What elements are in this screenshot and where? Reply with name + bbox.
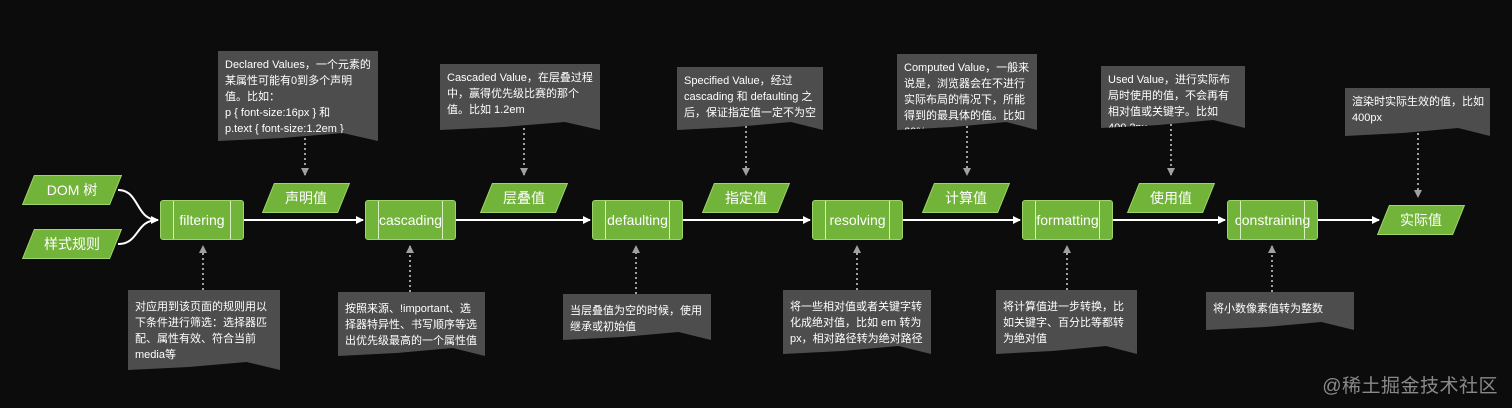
- note-declared: Declared Values，一个元素的某属性可能有0到多个声明值。比如： p…: [218, 51, 378, 141]
- step-defaulting-label: defaulting: [607, 212, 668, 228]
- step-filtering-label: filtering: [179, 212, 225, 228]
- value-declared-label: 声明值: [285, 190, 327, 206]
- input-dom-tree-label: DOM 树: [46, 182, 98, 198]
- note-cascaded: Cascaded Value，在层叠过程中，赢得优先级比赛的那个值。比如 1.2…: [440, 64, 600, 130]
- input-curve-dom: [117, 189, 159, 224]
- step-formatting-label: formatting: [1036, 212, 1099, 228]
- value-specified: 指定值: [708, 183, 784, 213]
- input-dom-tree: DOM 树: [28, 175, 116, 205]
- note-used: Used Value，进行实际布局时使用的值，不会再有相对值或关键字。比如 40…: [1101, 66, 1245, 128]
- value-computed: 计算值: [928, 183, 1004, 213]
- note-actual: 渲染时实际生效的值，比如 400px: [1345, 88, 1490, 136]
- value-cascaded: 层叠值: [486, 183, 562, 213]
- step-cascading-label: cascading: [378, 212, 443, 228]
- note-defaulting: 当层叠值为空的时候，使用继承或初始值: [563, 294, 711, 340]
- note-resolving: 将一些相对值或者关键字转化成绝对值，比如 em 转为 px，相对路径转为绝对路径: [783, 290, 931, 354]
- value-computed-label: 计算值: [945, 190, 987, 206]
- step-constraining-label: constraining: [1234, 212, 1311, 228]
- value-specified-label: 指定值: [725, 190, 767, 206]
- note-formatting: 将计算值进一步转换，比如关键字、百分比等都转为绝对值: [996, 290, 1137, 354]
- input-curve-rules: [117, 219, 159, 245]
- note-filtering: 对应用到该页面的规则用以下条件进行筛选：选择器匹配、属性有效、符合当前media…: [128, 290, 280, 370]
- note-cascading: 按照来源、!important、选择器特异性、书写顺序等选出优先级最高的一个属性…: [338, 292, 485, 356]
- value-declared: 声明值: [268, 183, 344, 213]
- value-used: 使用值: [1133, 183, 1209, 213]
- step-defaulting: defaulting: [592, 200, 683, 240]
- input-style-rules: 样式规则: [28, 229, 116, 259]
- note-specified: Specified Value，经过 cascading 和 defaultin…: [677, 67, 823, 130]
- step-resolving-label: resolving: [829, 212, 886, 228]
- step-filtering: filtering: [160, 200, 244, 240]
- step-resolving: resolving: [812, 200, 903, 240]
- value-actual: 实际值: [1383, 205, 1459, 235]
- step-formatting: formatting: [1022, 200, 1113, 240]
- note-constraining: 将小数像素值转为整数: [1206, 292, 1354, 330]
- value-used-label: 使用值: [1150, 190, 1192, 206]
- step-constraining: constraining: [1227, 200, 1318, 240]
- watermark: @稀土掘金技术社区: [1322, 376, 1498, 397]
- value-cascaded-label: 层叠值: [503, 190, 545, 206]
- note-computed: Computed Value，一般来说是，浏览器会在不进行实际布局的情况下，所能…: [897, 54, 1037, 130]
- value-actual-label: 实际值: [1400, 212, 1442, 228]
- input-style-rules-label: 样式规则: [44, 236, 100, 252]
- step-cascading: cascading: [365, 200, 456, 240]
